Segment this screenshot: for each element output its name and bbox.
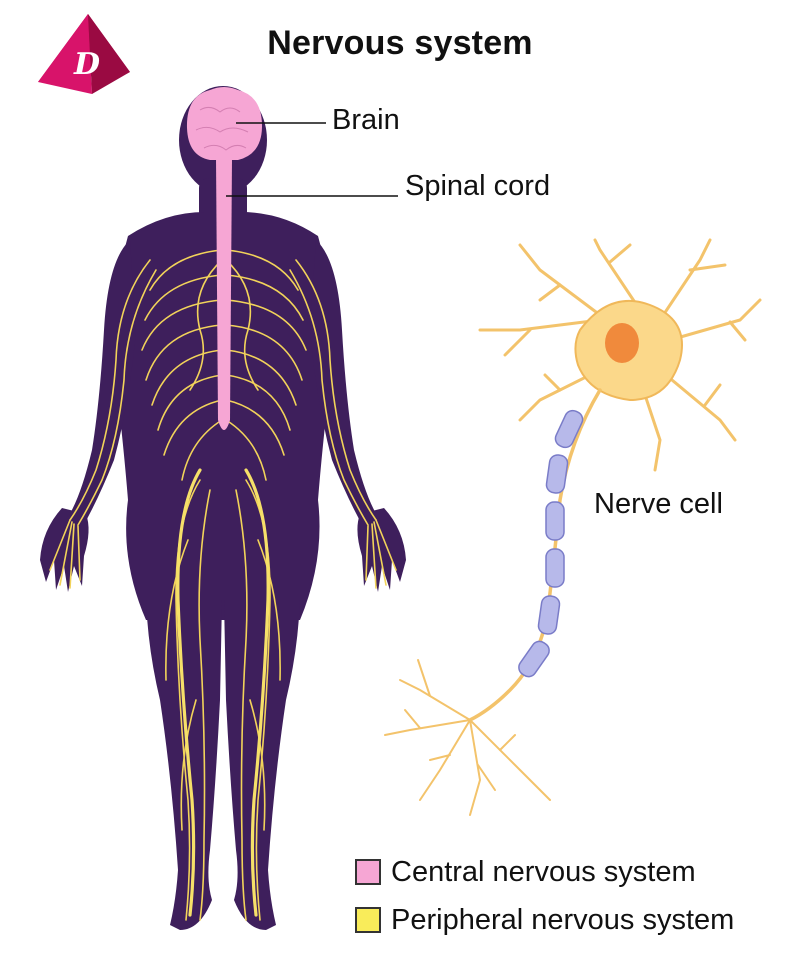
brain-label: Brain (332, 104, 400, 136)
sciatic-nerves (176, 468, 270, 917)
logo-icon: D (38, 14, 130, 94)
legend-label-central: Central nervous system (391, 855, 696, 888)
legend: Central nervous system Peripheral nervou… (355, 848, 734, 944)
legend-item-central: Central nervous system (355, 848, 734, 896)
nerve-cell-label: Nerve cell (594, 488, 723, 520)
brain-folds (195, 106, 249, 151)
page-title: Nervous system (267, 24, 533, 62)
central-swatch (355, 859, 381, 885)
legend-label-peripheral: Peripheral nervous system (391, 903, 735, 936)
svg-text:D: D (73, 47, 100, 82)
peripheral-swatch (355, 907, 381, 933)
legend-item-peripheral: Peripheral nervous system (355, 896, 734, 944)
nerve-cell-illustration (384, 238, 762, 816)
central-nervous-system (186, 87, 262, 430)
spinal-cord-label: Spinal cord (405, 170, 551, 202)
